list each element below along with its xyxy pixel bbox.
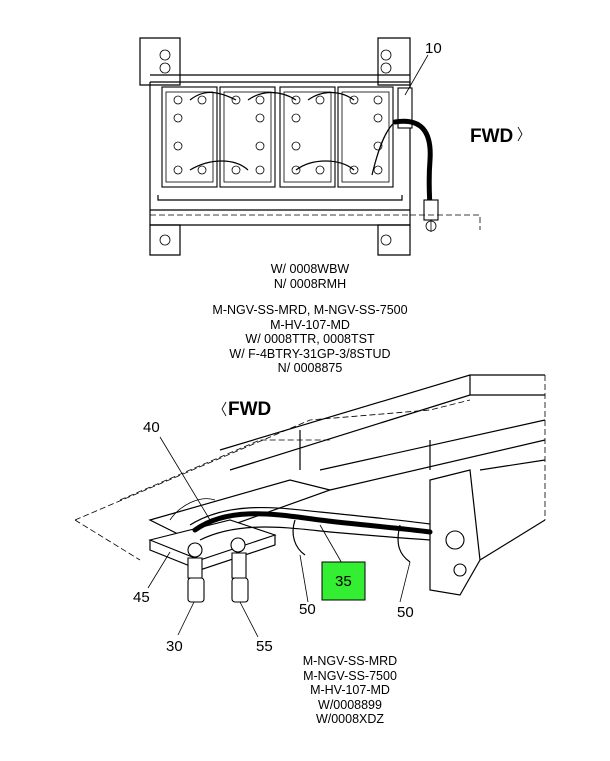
note-line: W/0008899 [318,697,382,712]
note-line: W/ F-4BTRY-31GP-3/8STUD [229,346,391,361]
upper-notes: W/ 0008WBW N/ 0008RMH [230,262,390,291]
note-line: M-NGV-SS-MRD, M-NGV-SS-7500 [212,303,408,317]
callout-30: 30 [166,638,183,655]
battery-1 [161,86,218,188]
hollow-arrow-left-icon [221,401,227,417]
battery-box-top-view [139,37,523,256]
fwd-label-lower: FWD [228,399,271,420]
fwd-label-upper: FWD [470,126,513,147]
note-line: N/ 0008875 [277,361,343,375]
terminal-post-30 [187,557,205,603]
battery-2 [219,86,276,188]
middle-notes: M-NGV-SS-MRD, M-NGV-SS-7500 M-HV-107-MD … [190,303,430,376]
note-line: M-NGV-SS-7500 [303,668,397,683]
note-line: W/0008XDZ [315,712,385,726]
highlight-35[interactable]: 35 [321,561,366,601]
hollow-arrow-right-icon [517,126,523,142]
callout-10: 10 [425,40,442,57]
callout-35: 35 [335,573,352,590]
callout-50-right: 50 [397,604,414,621]
battery-3 [279,86,336,188]
callout-45: 45 [133,589,150,606]
callout-50-left: 50 [299,601,316,618]
note-line: N/ 0008RMH [273,276,347,291]
note-line: M-HV-107-MD [310,683,390,697]
callout-40: 40 [143,419,160,436]
terminal-post-55 [231,552,249,603]
lower-notes: M-NGV-SS-MRD M-NGV-SS-7500 M-HV-107-MD W… [270,654,430,727]
note-line: M-NGV-SS-MRD [302,654,398,668]
note-line: W/ 0008TTR, 0008TST [245,332,375,346]
frame-cable-routing-view [74,374,546,638]
callout-55: 55 [256,638,273,655]
note-line: M-HV-107-MD [270,317,350,332]
note-line: W/ 0008WBW [270,262,350,276]
